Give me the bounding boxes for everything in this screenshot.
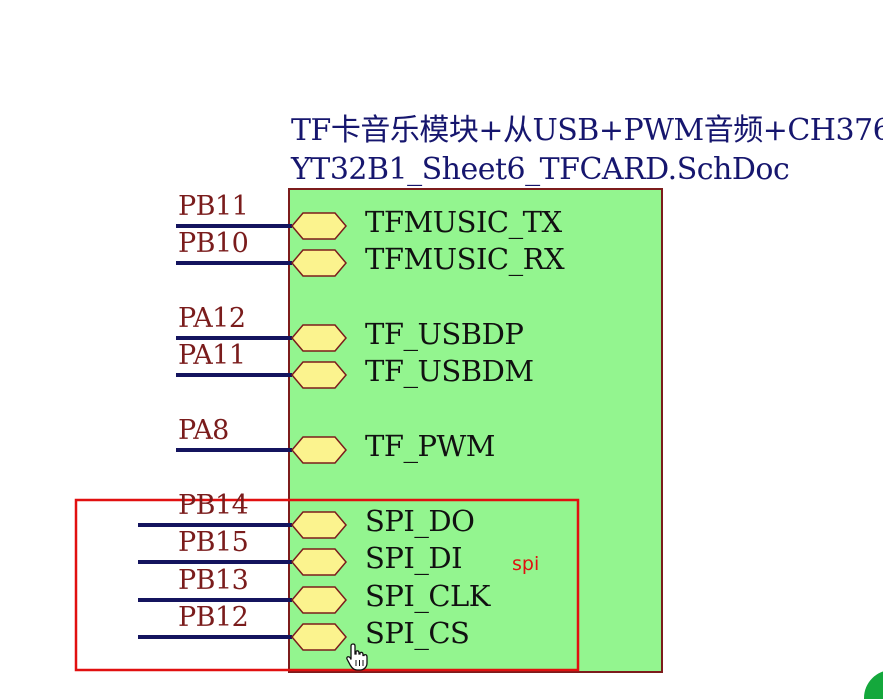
port-label-tf-pwm: TF_PWM xyxy=(365,429,495,463)
sheet-title-line1: TF卡音乐模块+从USB+PWM音频+CH376 xyxy=(291,113,883,148)
sheet-entry-tf-pwm[interactable] xyxy=(291,436,347,464)
port-label-spi-clk: SPI_CLK xyxy=(365,579,490,613)
net-label-pb13: PB13 xyxy=(178,565,249,596)
sheet-entry-spi-di[interactable] xyxy=(291,548,347,576)
sheet-entry-tf-usbdm[interactable] xyxy=(291,361,347,389)
spi-highlight-rect xyxy=(74,498,580,672)
net-label-pa8: PA8 xyxy=(178,415,229,446)
net-label-pb11: PB11 xyxy=(178,191,249,222)
sheet-entry-spi-clk[interactable] xyxy=(291,586,347,614)
port-label-tf-usbdm: TF_USBDM xyxy=(365,354,534,388)
spi-annotation: spi xyxy=(512,553,540,575)
hand-pointer-icon xyxy=(346,643,368,671)
sheet-symbol-box[interactable] xyxy=(288,188,663,673)
port-label-tf-usbdp: TF_USBDP xyxy=(365,317,524,351)
port-label-spi-cs: SPI_CS xyxy=(365,616,470,650)
net-label-pb10: PB10 xyxy=(178,228,249,259)
net-label-pa11: PA11 xyxy=(178,340,246,371)
port-label-spi-do: SPI_DO xyxy=(365,504,475,538)
sheet-title-line2: YT32B1_Sheet6_TFCARD.SchDoc xyxy=(291,152,790,187)
partial-green-shape xyxy=(864,671,883,699)
net-label-pb15: PB15 xyxy=(178,527,249,558)
sheet-entry-tf-usbdp[interactable] xyxy=(291,324,347,352)
sheet-entry-tfmusic-tx[interactable] xyxy=(291,212,347,240)
net-label-pb12: PB12 xyxy=(178,602,249,633)
port-label-spi-di: SPI_DI xyxy=(365,541,463,575)
sheet-entry-tfmusic-rx[interactable] xyxy=(291,249,347,277)
port-label-tfmusic-tx: TFMUSIC_TX xyxy=(365,205,562,239)
net-label-pb14: PB14 xyxy=(178,490,249,521)
sheet-entry-spi-cs[interactable] xyxy=(291,623,347,651)
net-label-pa12: PA12 xyxy=(178,303,246,334)
sheet-entry-spi-do[interactable] xyxy=(291,511,347,539)
port-label-tfmusic-rx: TFMUSIC_RX xyxy=(365,242,565,276)
